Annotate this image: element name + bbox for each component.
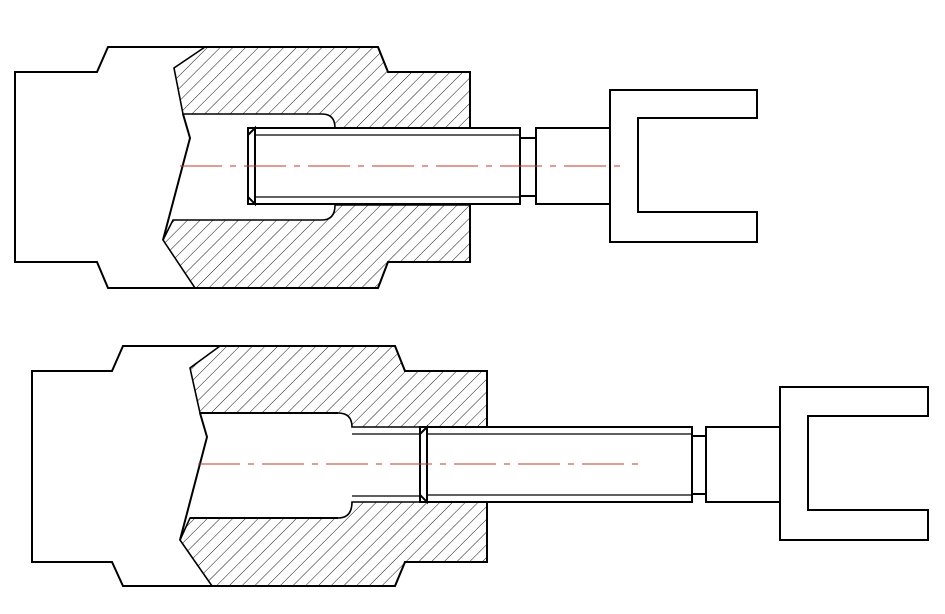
upper-cavity-profile bbox=[162, 113, 192, 241]
upper-screw-neck bbox=[519, 137, 537, 197]
upper-hatch-top bbox=[173, 46, 471, 129]
lower-hatch-bottom bbox=[179, 501, 488, 587]
upper-hatch-bottom bbox=[162, 204, 471, 289]
upper-fork bbox=[609, 89, 758, 243]
lower-view bbox=[31, 345, 929, 587]
lower-fork bbox=[779, 386, 929, 541]
lower-shank bbox=[705, 426, 781, 503]
lower-hatch-top bbox=[189, 345, 488, 428]
lower-cavity-profile bbox=[179, 412, 209, 541]
upper-view bbox=[14, 46, 758, 289]
lower-screw-neck bbox=[691, 435, 707, 495]
